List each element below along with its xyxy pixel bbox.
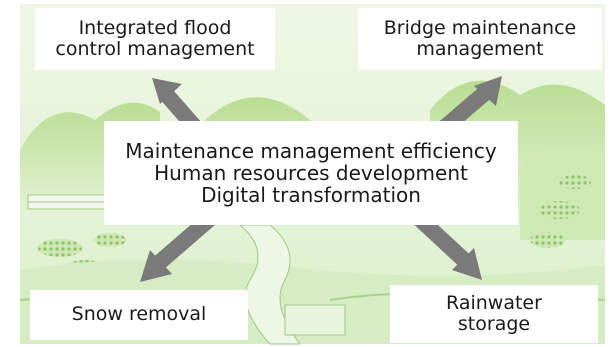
node-bridge-maintenance: Bridge maintenance management (358, 8, 602, 70)
node-line: Integrated flood (78, 16, 232, 39)
node-integrated-flood-control: Integrated flood control management (35, 8, 275, 70)
node-line: control management (55, 38, 255, 60)
node-line: Snow removal (71, 303, 207, 326)
terrace-field (38, 239, 82, 257)
terrace-field (94, 233, 126, 247)
hill-far-right (520, 147, 605, 240)
terrace-field (559, 175, 591, 189)
node-line: Bridge maintenance (383, 16, 577, 39)
node-line: management (416, 38, 544, 60)
node-rainwater-storage: Rainwater storage (390, 285, 598, 343)
center-line: Digital transformation (201, 183, 421, 207)
storage-structure (284, 304, 346, 336)
terrace-field (540, 201, 580, 219)
terrace-field (530, 232, 566, 248)
center-line: Maintenance management efficiency (125, 139, 497, 163)
node-line: storage (457, 313, 531, 335)
river (238, 224, 302, 345)
center-line: Human resources development (154, 161, 468, 185)
node-line: Rainwater (446, 291, 542, 314)
node-snow-removal: Snow removal (30, 290, 248, 340)
node-center-goals: Maintenance management efficiency Human … (104, 121, 518, 225)
